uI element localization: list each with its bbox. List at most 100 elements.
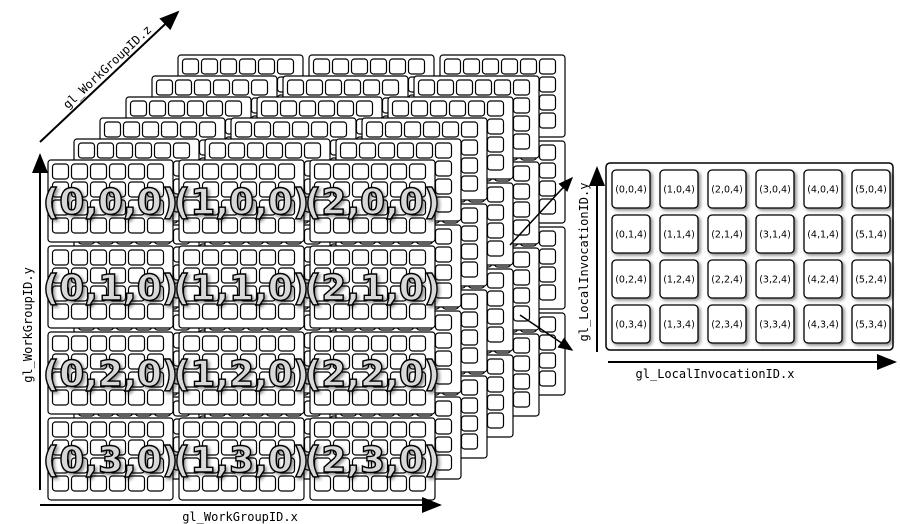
invocation-cell — [220, 353, 239, 370]
invocation-cell — [224, 100, 243, 117]
invocation-cell — [108, 353, 127, 370]
invocation-cell — [512, 133, 531, 150]
invocation-cell — [70, 303, 89, 320]
invocation-cell — [239, 371, 258, 388]
invocation-cell — [227, 142, 246, 159]
invocation-box — [611, 259, 651, 299]
invocation-cell — [239, 285, 258, 302]
invocation-cell — [89, 439, 108, 456]
invocation-cell — [201, 475, 220, 492]
invocation-cell — [486, 376, 505, 393]
invocation-box — [659, 214, 699, 254]
invocation-cell — [434, 314, 453, 331]
invocation-cell — [332, 335, 351, 352]
invocation-cell — [182, 163, 201, 180]
invocation-cell — [313, 389, 332, 406]
invocation-cell — [462, 58, 481, 75]
invocation-cell — [417, 79, 436, 96]
invocation-cell — [486, 186, 505, 203]
invocation-id-label: (3,1,4) — [759, 230, 791, 241]
invocation-cell — [220, 389, 239, 406]
invocation-cell — [538, 230, 557, 247]
invocation-cell — [538, 180, 557, 197]
invocation-cell — [355, 100, 374, 117]
invocation-cell — [391, 100, 410, 117]
invocation-cell — [182, 249, 201, 266]
invocation-cell — [339, 142, 358, 159]
invocation-cell — [277, 389, 296, 406]
invocation-cell — [486, 412, 505, 429]
invocation-cell — [467, 100, 486, 117]
invocation-cell — [512, 251, 531, 268]
invocation-cell — [89, 267, 108, 284]
invocation-box — [611, 169, 651, 209]
invocation-cell — [89, 199, 108, 216]
workgroup: (0,3,0) — [42, 417, 179, 501]
invocation-cell — [51, 371, 70, 388]
invocation-cell — [408, 181, 427, 198]
invocation-cell — [146, 353, 165, 370]
invocation-cell — [336, 100, 355, 117]
invocation-cell — [212, 79, 231, 96]
invocation-cell — [486, 272, 505, 289]
invocation-cell — [70, 181, 89, 198]
invocation-cell — [141, 121, 160, 138]
invocation-cell — [312, 58, 331, 75]
invocation-cell — [408, 421, 427, 438]
invocation-cell — [127, 439, 146, 456]
invocation-cell — [220, 249, 239, 266]
invocation-cell — [460, 261, 479, 278]
invocation-cell — [408, 163, 427, 180]
invocation-cell — [220, 163, 239, 180]
invocation-cell — [220, 457, 239, 474]
invocation-box — [707, 214, 747, 254]
invocation-cell — [389, 217, 408, 234]
invocation-cell — [146, 439, 165, 456]
invocation-cell — [351, 371, 370, 388]
invocation-cell — [201, 267, 220, 284]
invocation-cell — [512, 97, 531, 114]
invocation-cell — [258, 249, 277, 266]
invocation-cell — [146, 371, 165, 388]
invocation-cell — [70, 217, 89, 234]
invocation-cell — [538, 370, 557, 387]
invocation-cell — [500, 58, 519, 75]
invocation-cell — [153, 142, 172, 159]
invocation-cell — [389, 303, 408, 320]
invocation-cell — [389, 249, 408, 266]
invocation-id-label: (2,2,4) — [711, 275, 743, 286]
invocation-cell — [208, 142, 227, 159]
invocation-cell — [434, 332, 453, 349]
invocation-cell — [277, 217, 296, 234]
invocation-cell — [201, 217, 220, 234]
invocation-cell — [89, 335, 108, 352]
local-invocation-cell: (3,1,4) — [755, 214, 795, 254]
local-invocation-cell: (1,3,4) — [659, 304, 699, 344]
invocation-cell — [486, 222, 505, 239]
invocation-cell — [201, 353, 220, 370]
invocation-id-label: (3,2,4) — [759, 275, 791, 286]
invocation-box — [851, 259, 891, 299]
invocation-cell — [108, 181, 127, 198]
invocation-box — [851, 214, 891, 254]
invocation-cell — [381, 79, 400, 96]
invocation-box — [755, 304, 795, 344]
invocation-cell — [127, 353, 146, 370]
invocation-cell — [127, 389, 146, 406]
invocation-cell — [331, 58, 350, 75]
invocation-cell — [146, 249, 165, 266]
invocation-cell — [51, 181, 70, 198]
invocation-cell — [460, 207, 479, 224]
workgroup-id-label: (0,1,0) — [43, 268, 178, 309]
invocation-cell — [146, 181, 165, 198]
invocation-cell — [51, 267, 70, 284]
invocation-cell — [460, 225, 479, 242]
invocation-id-label: (1,1,4) — [663, 230, 695, 241]
invocation-cell — [77, 142, 96, 159]
workgroup-id-label: (1,1,0) — [174, 268, 309, 309]
invocation-box — [707, 169, 747, 209]
invocation-cell — [122, 121, 141, 138]
invocation-cell — [351, 457, 370, 474]
workgroup-id-label: (0,2,0) — [43, 354, 178, 395]
invocation-cell — [389, 457, 408, 474]
